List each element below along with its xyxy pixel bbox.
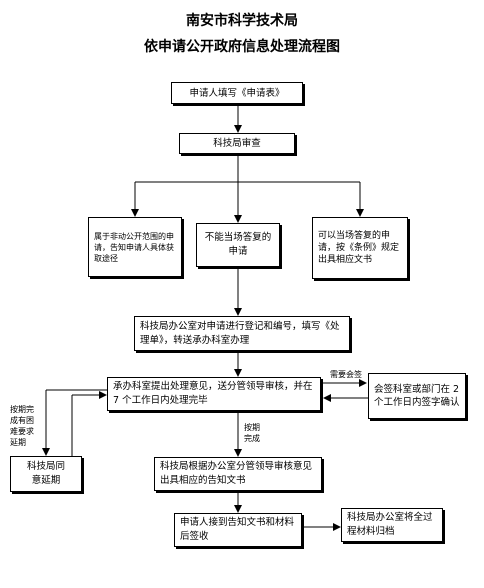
node-not-in-scope: 属于非动公开范围的申请，告知申请人具体获取途径 xyxy=(88,217,182,277)
page-subtitle: 依申请公开政府信息处理流程图 xyxy=(144,39,340,55)
node-cannot-reply: 不能当场答复的申请 xyxy=(196,223,280,267)
node-handle: 承办科室提出处理意见，送分管领导审核，并在 7 个工作日内处理完毕 xyxy=(107,377,321,411)
label-need-cosign: 需要会签 xyxy=(330,370,362,379)
node-archive: 科技局办公室将全过程材料归档 xyxy=(341,508,443,542)
node-extend: 科技局同意延期 xyxy=(10,456,82,492)
label-overdue: 按期完成有困难要求延期 xyxy=(10,405,34,447)
label-on-time: 按期完成 xyxy=(244,423,260,443)
node-apply: 申请人填写《申请表》 xyxy=(171,82,303,104)
node-notice: 科技局根据办公室分管领导审核意见出具相应的告知文书 xyxy=(154,457,322,491)
node-cosign: 会签科室或部门在 2 个工作日内签字确认 xyxy=(368,373,466,419)
node-review: 科技局审查 xyxy=(179,133,295,154)
node-register: 科技局办公室对申请进行登记和编号，填写《处理单》，转送承办科室办理 xyxy=(134,316,350,351)
node-receive: 申请人接到告知文书和材料后签收 xyxy=(174,513,302,547)
page-title: 南安市科学技术局 xyxy=(186,13,298,29)
node-can-reply: 可以当场答复的申请，按《条例》规定出具相应文书 xyxy=(312,217,408,279)
